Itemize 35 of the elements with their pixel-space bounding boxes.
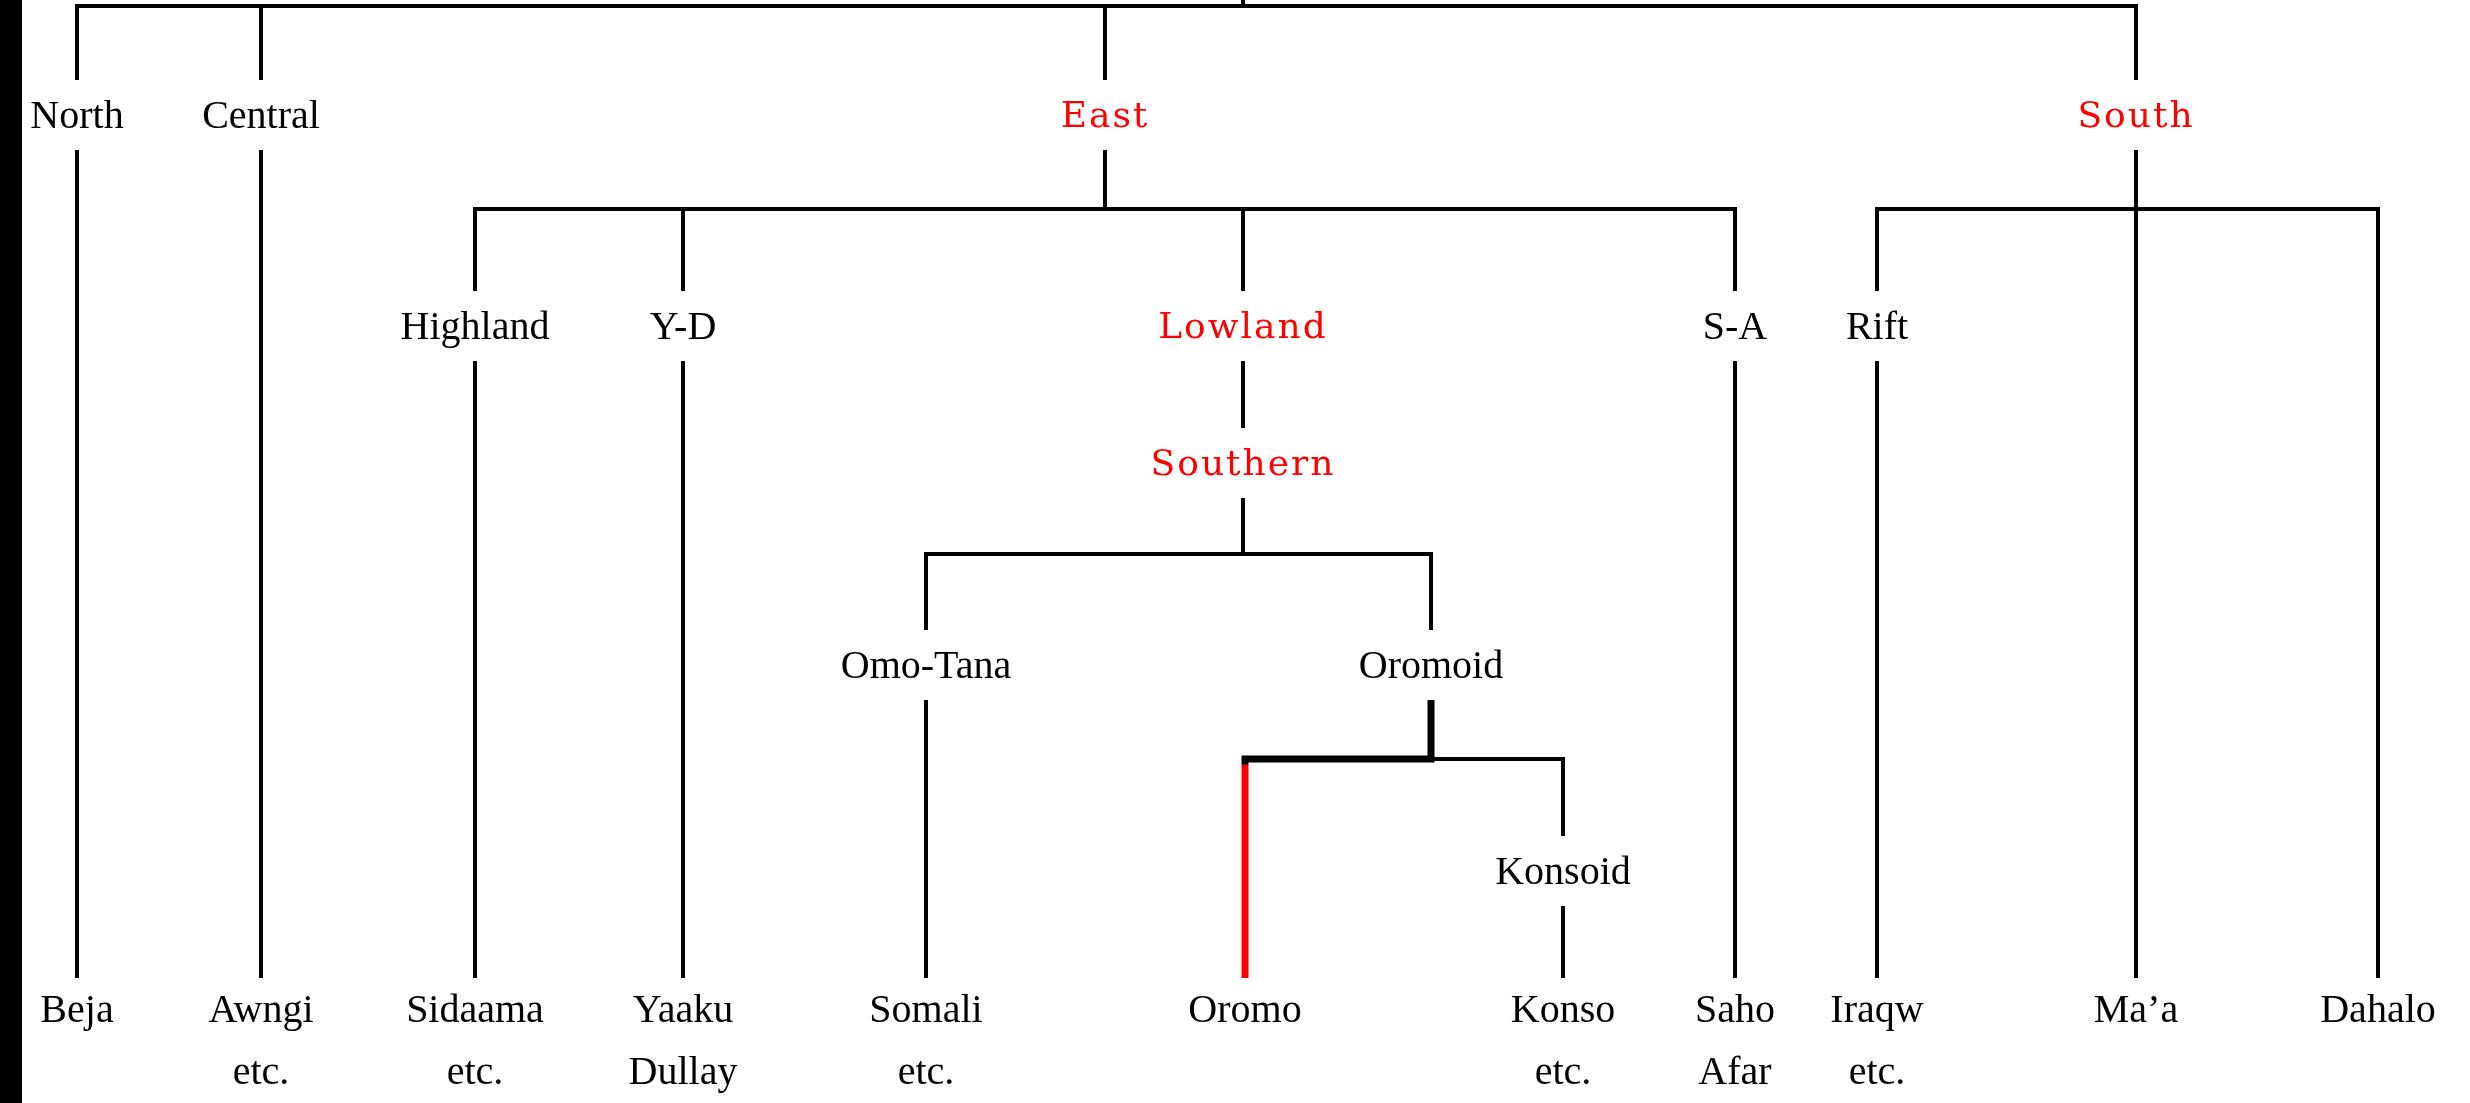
tree-branch-line: [924, 700, 928, 978]
branch-label: North: [30, 80, 124, 150]
language-label: Beja: [2, 978, 152, 1040]
branch-label: Konsoid: [1495, 836, 1631, 906]
branch-label: Southern: [1150, 428, 1336, 498]
language-label: Sidaama etc.: [400, 978, 550, 1102]
tree-branch-line: [1241, 361, 1245, 428]
tree-branch-line: [1241, 0, 2138, 80]
branch-label: Y-D: [649, 291, 717, 361]
tree-branch-line: [1561, 906, 1565, 978]
tree-branch-line: [1875, 361, 1879, 978]
language-label: Somali etc.: [851, 978, 1001, 1102]
language-label: Yaaku Dullay: [608, 978, 758, 1102]
branch-label: South: [2077, 80, 2195, 150]
branch-label: Central: [202, 80, 320, 150]
tree-branch-line: [1103, 150, 1737, 291]
tree-branch-line: [681, 361, 685, 978]
branch-label: Omo-Tana: [840, 630, 1012, 700]
branch-label: Oromoid: [1358, 630, 1504, 700]
branch-label: S-A: [1702, 291, 1768, 361]
tree-branch-line: [473, 361, 477, 978]
tree-branch-line: [75, 150, 79, 978]
branch-label: East: [1060, 80, 1150, 150]
language-label: Oromo: [1170, 978, 1320, 1040]
language-label: Awngi etc.: [186, 978, 336, 1102]
tree-branch-line: [1241, 700, 1435, 978]
language-label: Dahalo: [2303, 978, 2453, 1040]
tree-branch-line: [1733, 361, 1737, 978]
language-label: Ma’a: [2061, 978, 2211, 1040]
language-label: Konso etc.: [1488, 978, 1638, 1102]
branch-label: Lowland: [1158, 291, 1328, 361]
branch-label: Highland: [400, 291, 550, 361]
tree-branch-line: [2134, 150, 2380, 978]
branch-label: Rift: [1845, 291, 1909, 361]
tree-branch-line: [259, 150, 263, 978]
